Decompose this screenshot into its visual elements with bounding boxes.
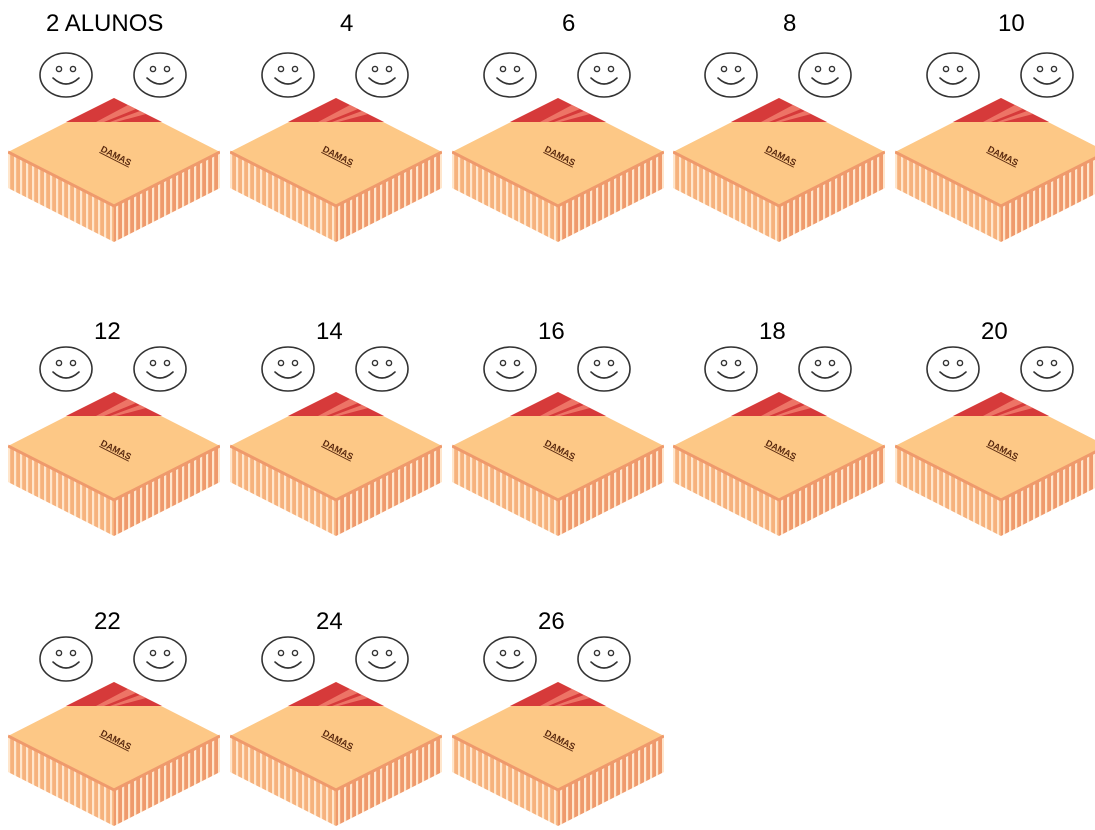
student-count-label: 16 (538, 320, 565, 344)
smiley-face-icon (797, 50, 853, 100)
smiley-face-icon (797, 344, 853, 394)
smiley-face-icon (38, 344, 94, 394)
smiley-face-icon (1019, 50, 1075, 100)
student-count-label: 8 (783, 12, 796, 36)
smiley-face-icon (576, 344, 632, 394)
student-count-label: 18 (759, 320, 786, 344)
checkers-board-box-icon: DAMAS (230, 678, 442, 828)
checkers-board-box-icon: DAMAS (8, 388, 220, 538)
student-count-label: 14 (316, 320, 343, 344)
checkers-board-box-icon: DAMAS (8, 94, 220, 244)
checkers-board-box-icon: DAMAS (895, 388, 1095, 538)
checkers-board-box-icon: DAMAS (673, 94, 885, 244)
checkers-board-box-icon: DAMAS (8, 678, 220, 828)
checkers-board-box-icon: DAMAS (230, 94, 442, 244)
checkers-board-box-icon: DAMAS (452, 678, 664, 828)
smiley-face-icon (132, 344, 188, 394)
smiley-face-icon (1019, 344, 1075, 394)
smiley-face-icon (703, 344, 759, 394)
checkers-board-box-icon: DAMAS (452, 94, 664, 244)
smiley-face-icon (354, 344, 410, 394)
checkers-board-box-icon: DAMAS (230, 388, 442, 538)
smiley-face-icon (576, 634, 632, 684)
smiley-face-icon (703, 50, 759, 100)
student-count-label: 22 (94, 610, 121, 634)
checkers-board-box-icon: DAMAS (895, 94, 1095, 244)
student-count-label: 10 (998, 12, 1025, 36)
smiley-face-icon (925, 50, 981, 100)
student-count-label: 12 (94, 320, 121, 344)
smiley-face-icon (482, 344, 538, 394)
student-count-label: 6 (562, 12, 575, 36)
smiley-face-icon (132, 50, 188, 100)
smiley-face-icon (38, 634, 94, 684)
board-group: 2 ALUNOS DAMAS (8, 0, 228, 250)
smiley-face-icon (482, 634, 538, 684)
smiley-face-icon (482, 50, 538, 100)
checkers-board-box-icon: DAMAS (452, 388, 664, 538)
smiley-face-icon (260, 634, 316, 684)
smiley-face-icon (354, 50, 410, 100)
smiley-face-icon (354, 634, 410, 684)
smiley-face-icon (38, 50, 94, 100)
smiley-face-icon (925, 344, 981, 394)
smiley-face-icon (260, 50, 316, 100)
checkers-board-box-icon: DAMAS (673, 388, 885, 538)
student-count-label: 24 (316, 610, 343, 634)
student-count-label: 2 ALUNOS (46, 12, 163, 36)
student-count-label: 20 (981, 320, 1008, 344)
student-count-label: 4 (340, 12, 353, 36)
smiley-face-icon (260, 344, 316, 394)
student-count-label: 26 (538, 610, 565, 634)
smiley-face-icon (132, 634, 188, 684)
smiley-face-icon (576, 50, 632, 100)
